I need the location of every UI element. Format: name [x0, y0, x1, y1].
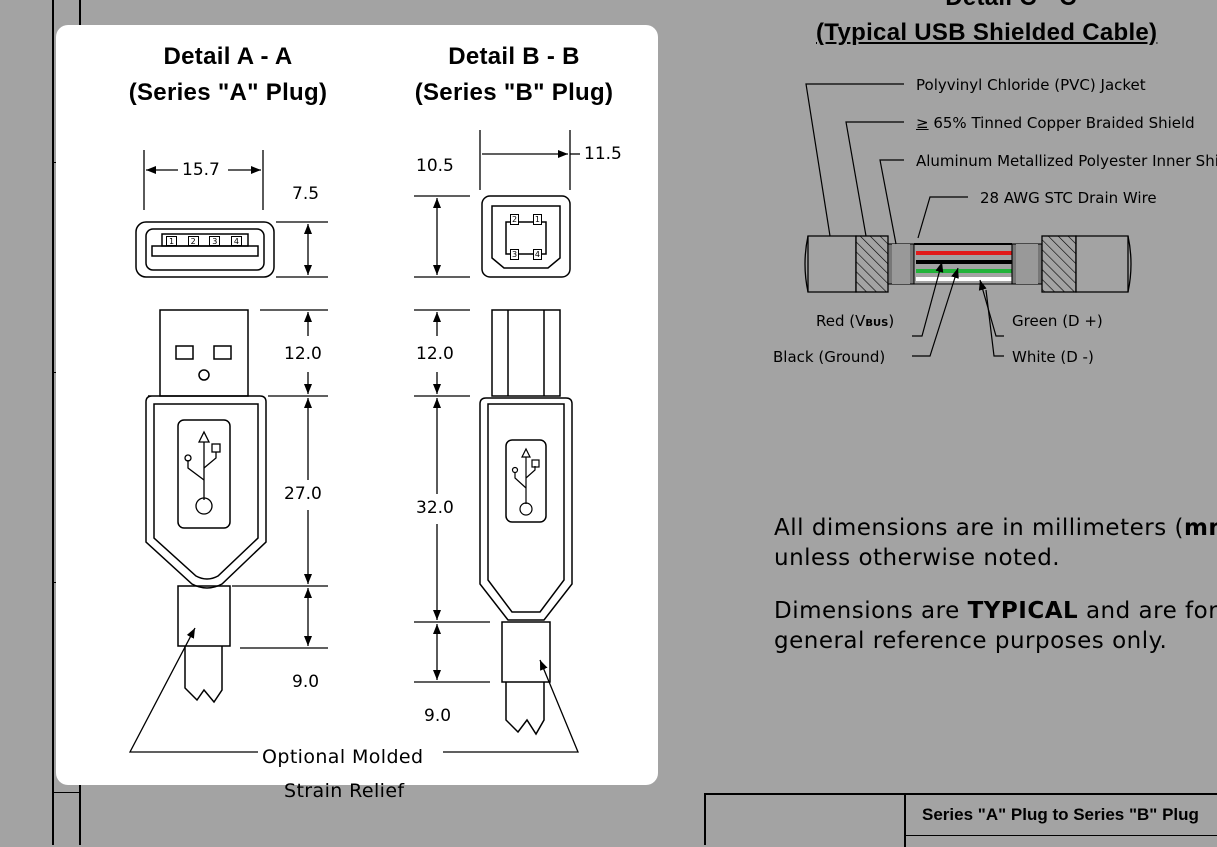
title-block-table: Series "A" Plug to Series "B" Plug [704, 793, 1217, 847]
detail-a-subtitle: (Series "A" Plug) [128, 79, 328, 106]
dim-a-height: 7.5 [292, 184, 320, 204]
detail-c-title: Detail C - C [816, 0, 1206, 12]
zone-divider [52, 792, 80, 793]
cable-label-jacket: Polyvinyl Chloride (PVC) Jacket [916, 76, 1146, 94]
series-a-plug-shell [159, 309, 249, 397]
cable-label-white: White (D -) [1012, 348, 1094, 366]
pin-label: 3 [209, 236, 221, 246]
note-1-bold: mm [1183, 515, 1217, 541]
strain-relief-label-2: Strain Relief [284, 780, 405, 802]
cable-section-drawing [804, 235, 1132, 293]
cable-jacket-right [1075, 235, 1129, 293]
series-a-strain-relief [177, 585, 231, 647]
series-b-cable [505, 682, 545, 736]
pin-label: 2 [510, 214, 520, 225]
note-typical-2: general reference purposes only. [774, 628, 1168, 654]
series-a-dimensions [143, 150, 328, 649]
series-b-plug-drawing [479, 195, 573, 736]
dim-b-body: 32.0 [416, 498, 454, 518]
strain-relief-label: Optional Molded [262, 746, 424, 768]
cable-label-drain: 28 AWG STC Drain Wire [980, 189, 1157, 207]
cable-label-green: Green (D +) [1012, 312, 1103, 330]
series-b-overmold-inner [487, 403, 565, 613]
series-a-logo-box [177, 419, 231, 529]
pin-label: 1 [166, 236, 178, 246]
series-b-face-outer [481, 195, 571, 278]
series-a-hole-right [213, 345, 232, 360]
dim-b-height: 10.5 [416, 156, 454, 176]
pin-label: 3 [510, 249, 520, 260]
usb-symbol-icon [184, 430, 221, 515]
series-a-overmold-body [145, 395, 267, 589]
series-b-overmold-body [479, 397, 573, 621]
cable-label-braid: ≥ 65% Tinned Copper Braided Shield [916, 114, 1195, 132]
table-row-divider [904, 835, 1217, 836]
series-a-overmold-inner [153, 403, 259, 580]
detail-b-title: Detail B - B [448, 43, 580, 70]
note-dimensions-units: All dimensions are in millimeters (mm) [774, 513, 1217, 543]
greater-equal-symbol: ≥ [916, 114, 929, 132]
dim-a-width: 15.7 [182, 160, 220, 180]
red-prefix: Red (V [816, 312, 866, 330]
series-a-pins: 1 2 3 4 [166, 236, 242, 246]
series-a-plug-drawing [135, 221, 275, 704]
pin-label: 4 [532, 249, 542, 260]
pin-label: 1 [532, 214, 542, 225]
dim-b-cable: 9.0 [424, 706, 452, 726]
cable-label-red: Red (VBUS) [816, 312, 894, 330]
series-b-logo-box [505, 439, 547, 523]
note-2-prefix: Dimensions are [774, 598, 968, 624]
pin-label: 4 [230, 236, 242, 246]
usb-symbol-icon [511, 447, 540, 516]
series-b-contact-block [505, 221, 547, 255]
series-a-face-inner [145, 228, 265, 271]
pin-label: 2 [187, 236, 199, 246]
note-2-bold: TYPICAL [967, 598, 1079, 624]
braid-text: 65% Tinned Copper Braided Shield [928, 114, 1195, 132]
red-suffix: ) [888, 312, 895, 330]
dim-a-plug: 12.0 [284, 344, 322, 364]
note-1-prefix: All dimensions are in millimeters ( [774, 515, 1184, 541]
detail-b-subtitle: (Series "B" Plug) [414, 79, 614, 106]
series-a-cable [184, 646, 223, 704]
note-2-suffix: and are for [1078, 598, 1217, 624]
series-b-pins-top: 2 1 [510, 214, 542, 225]
series-b-strain-relief [501, 621, 551, 683]
red-sub: BUS [865, 318, 889, 329]
series-b-pins-bottom: 3 4 [510, 249, 542, 260]
cable-braid-right [1041, 235, 1077, 293]
series-b-face-inner [491, 205, 561, 269]
dim-a-body: 27.0 [284, 484, 322, 504]
plug-details-panel [56, 25, 658, 785]
detail-c-subtitle: (Typical USB Shielded Cable) [816, 19, 1158, 46]
cable-leaders [805, 83, 1004, 357]
note-dimensions-units-2: unless otherwise noted. [774, 545, 1061, 571]
table-header: Series "A" Plug to Series "B" Plug [922, 805, 1199, 824]
cable-jacket-left [807, 235, 857, 293]
strain-relief-leaders [128, 627, 579, 753]
series-a-hole-left [175, 345, 194, 360]
series-b-plug-shell [491, 309, 561, 397]
cable-label-foil: Aluminum Metallized Polyester Inner Shie… [916, 152, 1217, 170]
series-a-hole-round [198, 369, 210, 381]
note-typical: Dimensions are TYPICAL and are for [774, 596, 1217, 626]
frame-left-border [52, 0, 54, 845]
cable-braid-left [855, 235, 889, 293]
dim-a-cable: 9.0 [292, 672, 320, 692]
cable-label-black: Black (Ground) [773, 348, 886, 366]
table-divider [904, 795, 906, 847]
series-a-contact-base [151, 245, 259, 257]
dim-b-plug: 12.0 [416, 344, 454, 364]
series-b-dimensions [414, 130, 580, 683]
dim-b-width: 11.5 [584, 144, 622, 164]
detail-a-title: Detail A - A [163, 43, 293, 70]
series-a-face-outer [135, 221, 275, 278]
